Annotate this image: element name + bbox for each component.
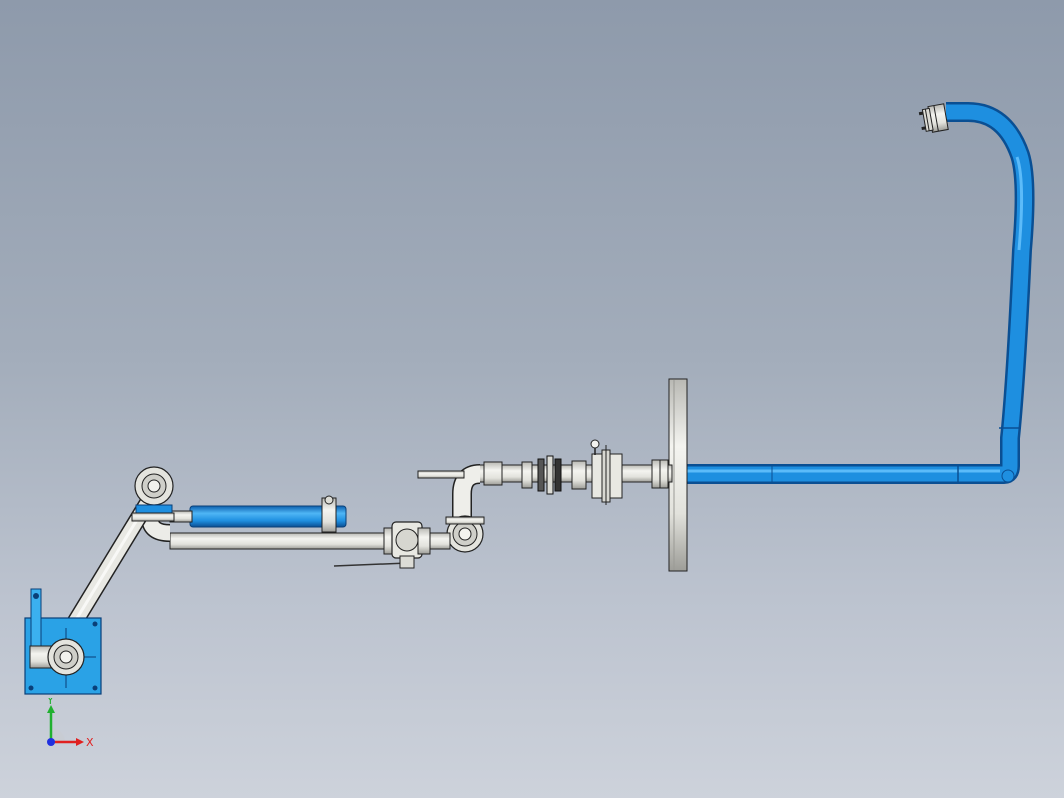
flange-assembly-icon[interactable] (475, 439, 673, 505)
balance-cylinder-icon[interactable] (169, 495, 347, 533)
z-axis-icon (47, 738, 55, 746)
ball-valve-icon[interactable] (333, 521, 431, 569)
swivel-joint-icon[interactable] (131, 466, 175, 522)
nozzle-coupling-icon[interactable] (918, 103, 949, 134)
base-mount-icon[interactable] (24, 588, 102, 695)
triad-plane-icon (51, 728, 65, 742)
x-arrow-icon (76, 738, 84, 746)
y-axis-label: Y (46, 698, 54, 707)
coordinate-triad: X Y (46, 698, 94, 749)
wall-plate-icon (668, 378, 688, 572)
x-axis-label: X (86, 736, 94, 749)
y-arrow-icon (47, 705, 55, 713)
outer-blue-pipe[interactable] (686, 102, 1035, 484)
elbow-icon[interactable] (417, 464, 485, 553)
